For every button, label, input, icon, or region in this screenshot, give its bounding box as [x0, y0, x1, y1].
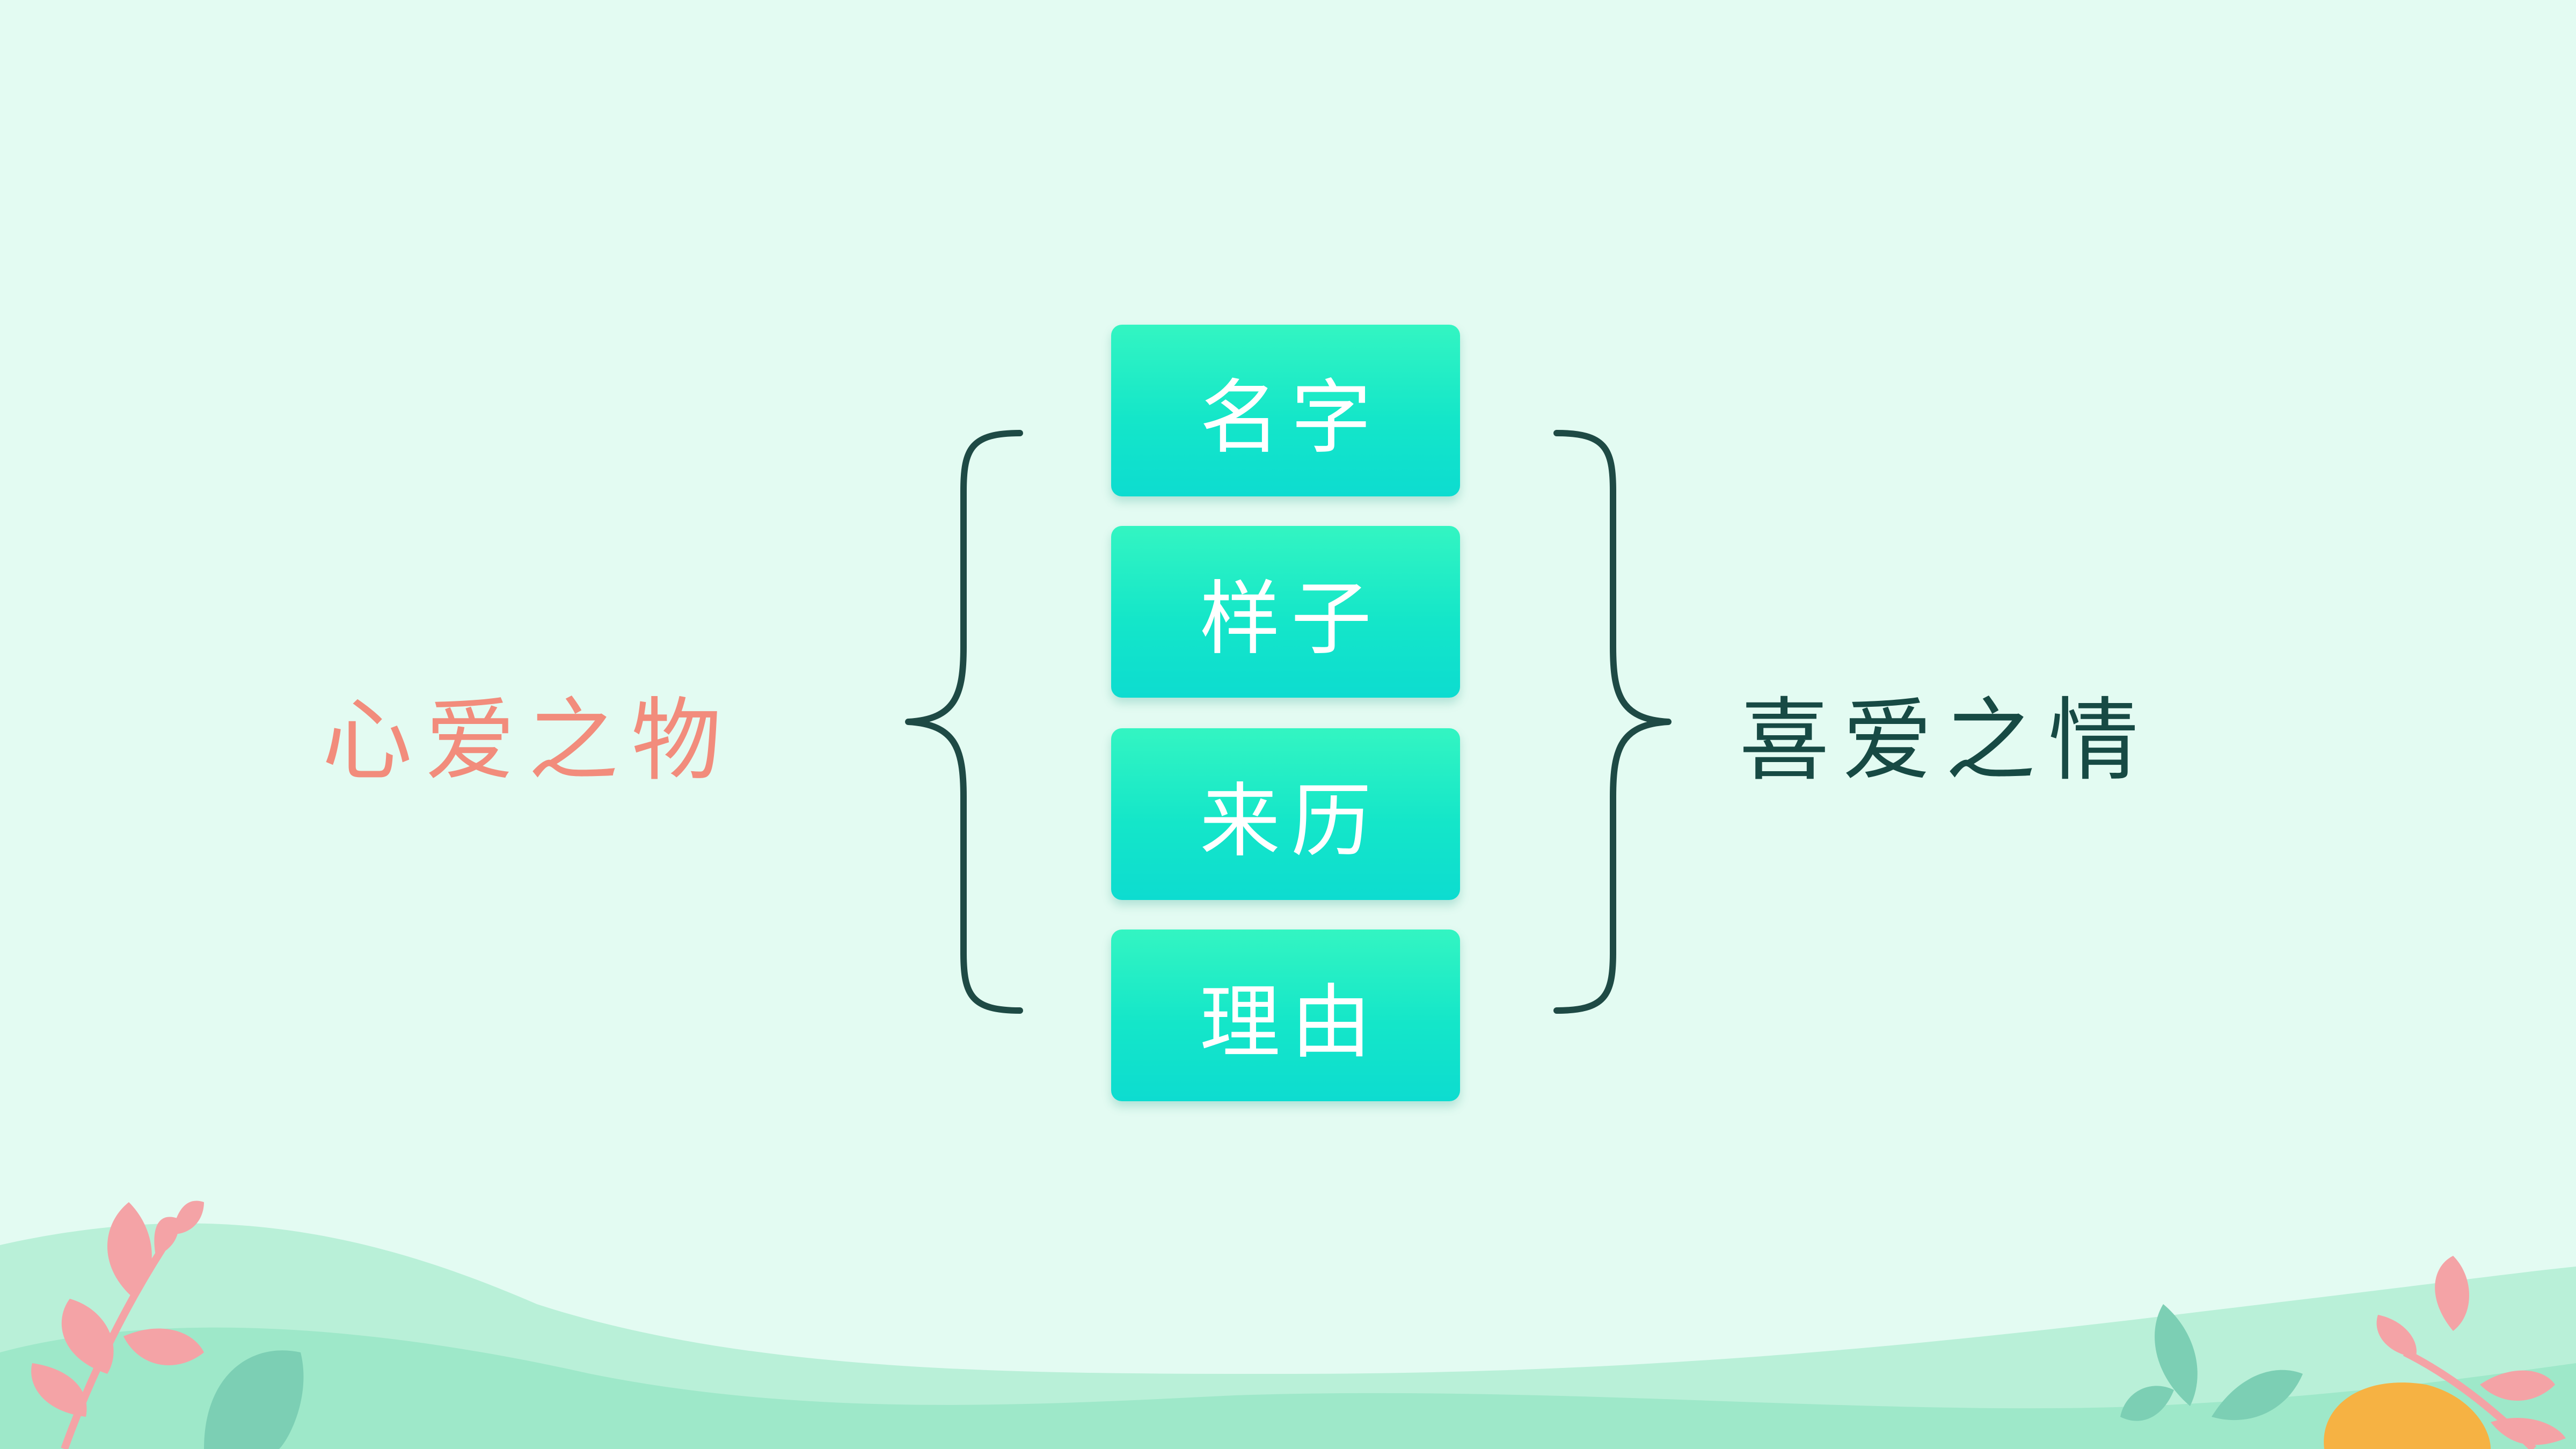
left-title: 心爱之物: [322, 688, 734, 793]
leaf-orange-right: [2324, 1382, 2491, 1449]
item-box-reason: 理由: [1111, 930, 1460, 1101]
leaf-green-left: [204, 1350, 304, 1449]
right-brace: [1553, 430, 1672, 1014]
item-box-origin: 来历: [1111, 728, 1460, 900]
pink-branch-left: [31, 1201, 204, 1449]
pink-branch-right: [2376, 1256, 2566, 1449]
right-title: 喜爱之情: [1739, 688, 2151, 793]
green-leaves-right: [2120, 1304, 2303, 1421]
item-box-name: 名字: [1111, 325, 1460, 496]
item-box-appearance: 样子: [1111, 526, 1460, 698]
hill-front: [0, 1327, 2576, 1449]
left-brace: [905, 430, 1023, 1014]
